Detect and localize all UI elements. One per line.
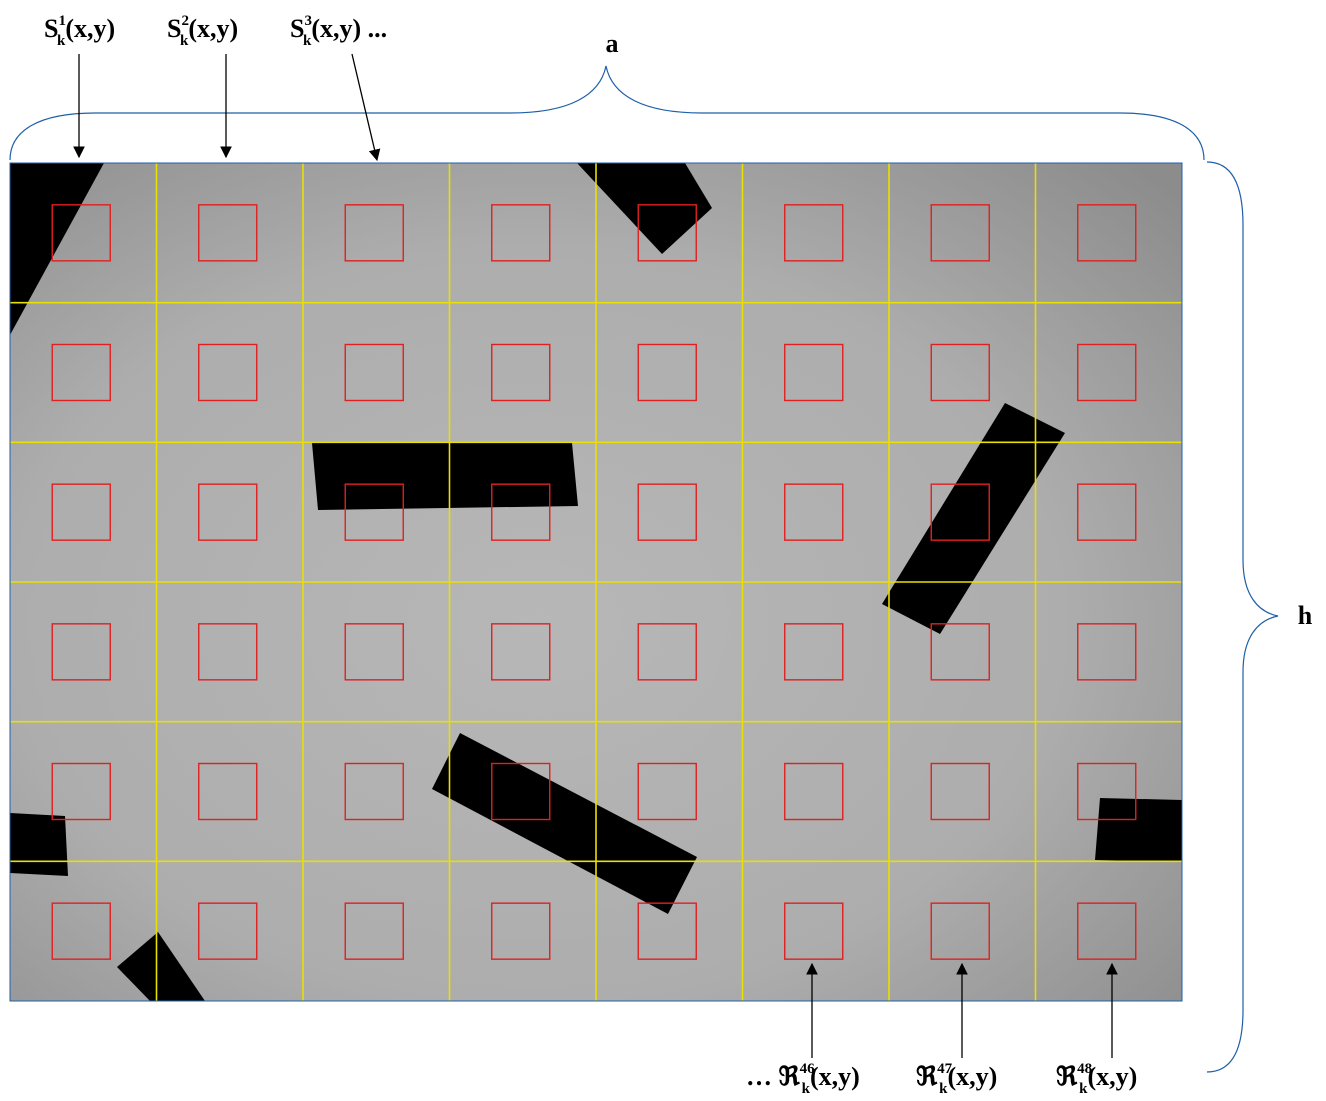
height-label: h	[1298, 601, 1313, 630]
top-brace	[10, 66, 1204, 160]
width-label: a	[606, 29, 619, 58]
arrow-s3	[352, 54, 377, 160]
object-right-edge	[1095, 798, 1182, 862]
object-center-bar	[312, 443, 578, 510]
image-panel	[10, 163, 1182, 1001]
object-left-edge	[10, 813, 68, 876]
right-brace	[1207, 162, 1278, 1072]
